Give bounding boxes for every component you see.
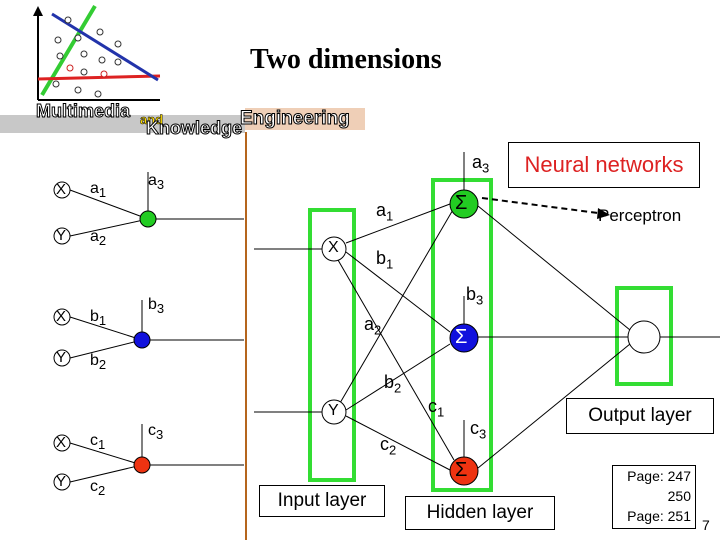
left-diagrams (69, 172, 244, 483)
perceptron-label: Perceptron (598, 206, 682, 225)
left-label-y: Y (56, 349, 67, 366)
page-reference-box: Page: 247 250 Page: 251 (612, 465, 696, 529)
left-neuron-green (139, 210, 157, 228)
left-label-b2: b2 (90, 352, 107, 373)
input-y-node (321, 399, 347, 425)
left-label-c2: c2 (90, 478, 106, 499)
left-label-a2: a2 (90, 228, 107, 249)
logo-text-multimedia: Multimedia (35, 101, 131, 122)
weight-label-a3: a3 (472, 152, 490, 176)
left-label-c3: c3 (148, 422, 164, 443)
sum-symbol-blue: Σ (455, 326, 468, 348)
left-input-x-node (53, 434, 71, 452)
left-neuron-red (133, 456, 151, 474)
left-input-y-node (53, 349, 71, 367)
neural-networks-box: Neural networks (508, 142, 700, 188)
sum-symbol-green: Σ (455, 192, 468, 214)
left-label-a1: a1 (90, 180, 107, 201)
left-label-b3: b3 (148, 296, 165, 317)
weight-label-c2: c2 (380, 434, 397, 458)
slide-number: 7 (702, 517, 710, 533)
weight-label-b1: b1 (376, 248, 394, 272)
output-layer-box (615, 286, 673, 386)
input-layer-box (308, 208, 356, 482)
left-label-x: X (56, 181, 67, 198)
logo-text-engineering: Engineering (240, 108, 351, 130)
input-layer-label: Input layer (259, 485, 385, 517)
input-y-label: Y (328, 402, 339, 419)
weight-label-a1: a1 (376, 200, 394, 224)
slide-title: Two dimensions (250, 44, 442, 75)
hidden-layer-box (431, 178, 493, 492)
output-neuron (627, 320, 661, 354)
weight-label-c1: c1 (428, 396, 445, 420)
logo-scatter-icon (33, 4, 161, 101)
sum-symbol-red: Σ (455, 459, 468, 481)
weight-label-b2: b2 (384, 372, 402, 396)
left-input-x-node (53, 308, 71, 326)
left-input-x-node (53, 181, 71, 199)
page-ref-line2: 250 (667, 488, 691, 504)
page-ref-line1: Page: 247 (627, 468, 691, 484)
weight-label-a2: a2 (364, 314, 382, 338)
left-neuron-blue (133, 331, 151, 349)
hidden-neuron-red (449, 456, 479, 486)
input-x-node (321, 236, 347, 262)
logo-banner-bar (0, 115, 245, 133)
perceptron-arrowhead (597, 208, 610, 219)
left-label-x: X (56, 308, 67, 325)
page-ref-line3: Page: 251 (627, 508, 691, 524)
input-x-label: X (328, 239, 339, 256)
left-label-y: Y (56, 227, 67, 244)
logo-banner-accent (245, 108, 365, 130)
weight-label-b3: b3 (466, 284, 484, 308)
hidden-neuron-blue (449, 323, 479, 353)
logo-text-and: and (140, 112, 164, 128)
logo-text-knowledge: Knowledge (145, 118, 243, 139)
left-label-y: Y (56, 473, 67, 490)
left-input-y-node (53, 473, 71, 491)
output-layer-label: Output layer (566, 398, 714, 434)
weight-label-c3: c3 (470, 418, 487, 442)
left-label-b1: b1 (90, 308, 107, 329)
left-label-x: X (56, 434, 67, 451)
left-label-c1: c1 (90, 432, 106, 453)
hidden-neuron-green (449, 189, 479, 219)
left-input-y-node (53, 227, 71, 245)
perceptron-arrow (481, 197, 599, 214)
left-label-a3: a3 (148, 172, 165, 193)
hidden-layer-label: Hidden layer (405, 496, 555, 530)
